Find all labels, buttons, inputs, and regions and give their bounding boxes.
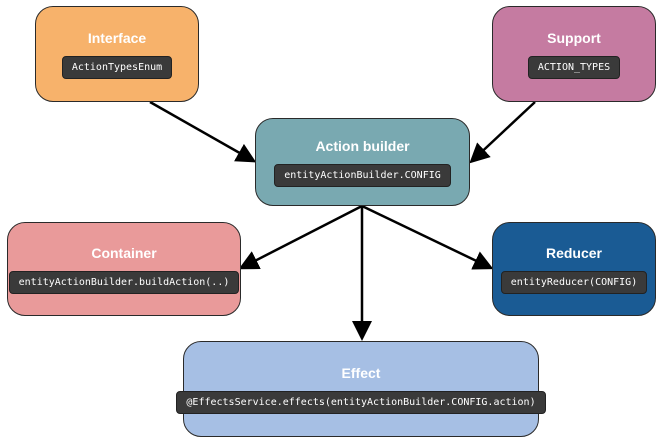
arrow-action-builder-to-reducer bbox=[361, 204, 494, 270]
effect-node: Effect @EffectsService.effects(entityAct… bbox=[176, 341, 546, 437]
support-node: Support ACTION_TYPES bbox=[492, 6, 656, 102]
interface-node: Interface ActionTypesEnum bbox=[35, 6, 199, 102]
reducer-code: entityReducer(CONFIG) bbox=[500, 270, 648, 294]
container-title: Container bbox=[91, 244, 157, 261]
arrow-action-builder-to-container bbox=[238, 204, 363, 270]
interface-title: Interface bbox=[87, 29, 147, 46]
reducer-node: Reducer entityReducer(CONFIG) bbox=[492, 222, 656, 316]
container-code: entityActionBuilder.buildAction(..) bbox=[8, 270, 240, 294]
support-title: Support bbox=[547, 29, 601, 46]
support-code: ACTION_TYPES bbox=[527, 55, 621, 79]
action-builder-title: Action builder bbox=[315, 137, 410, 154]
effect-code: @EffectsService.effects(entityActionBuil… bbox=[176, 390, 546, 414]
arrow-interface-to-action-builder bbox=[149, 100, 257, 163]
interface-code: ActionTypesEnum bbox=[61, 55, 173, 79]
arrow-support-to-action-builder bbox=[469, 101, 536, 164]
container-node: Container entityActionBuilder.buildActio… bbox=[7, 222, 241, 316]
reducer-title: Reducer bbox=[545, 244, 603, 261]
action-builder-code: entityActionBuilder.CONFIG bbox=[274, 163, 451, 187]
effect-title: Effect bbox=[341, 364, 381, 381]
action-builder-node: Action builder entityActionBuilder.CONFI… bbox=[255, 118, 470, 206]
